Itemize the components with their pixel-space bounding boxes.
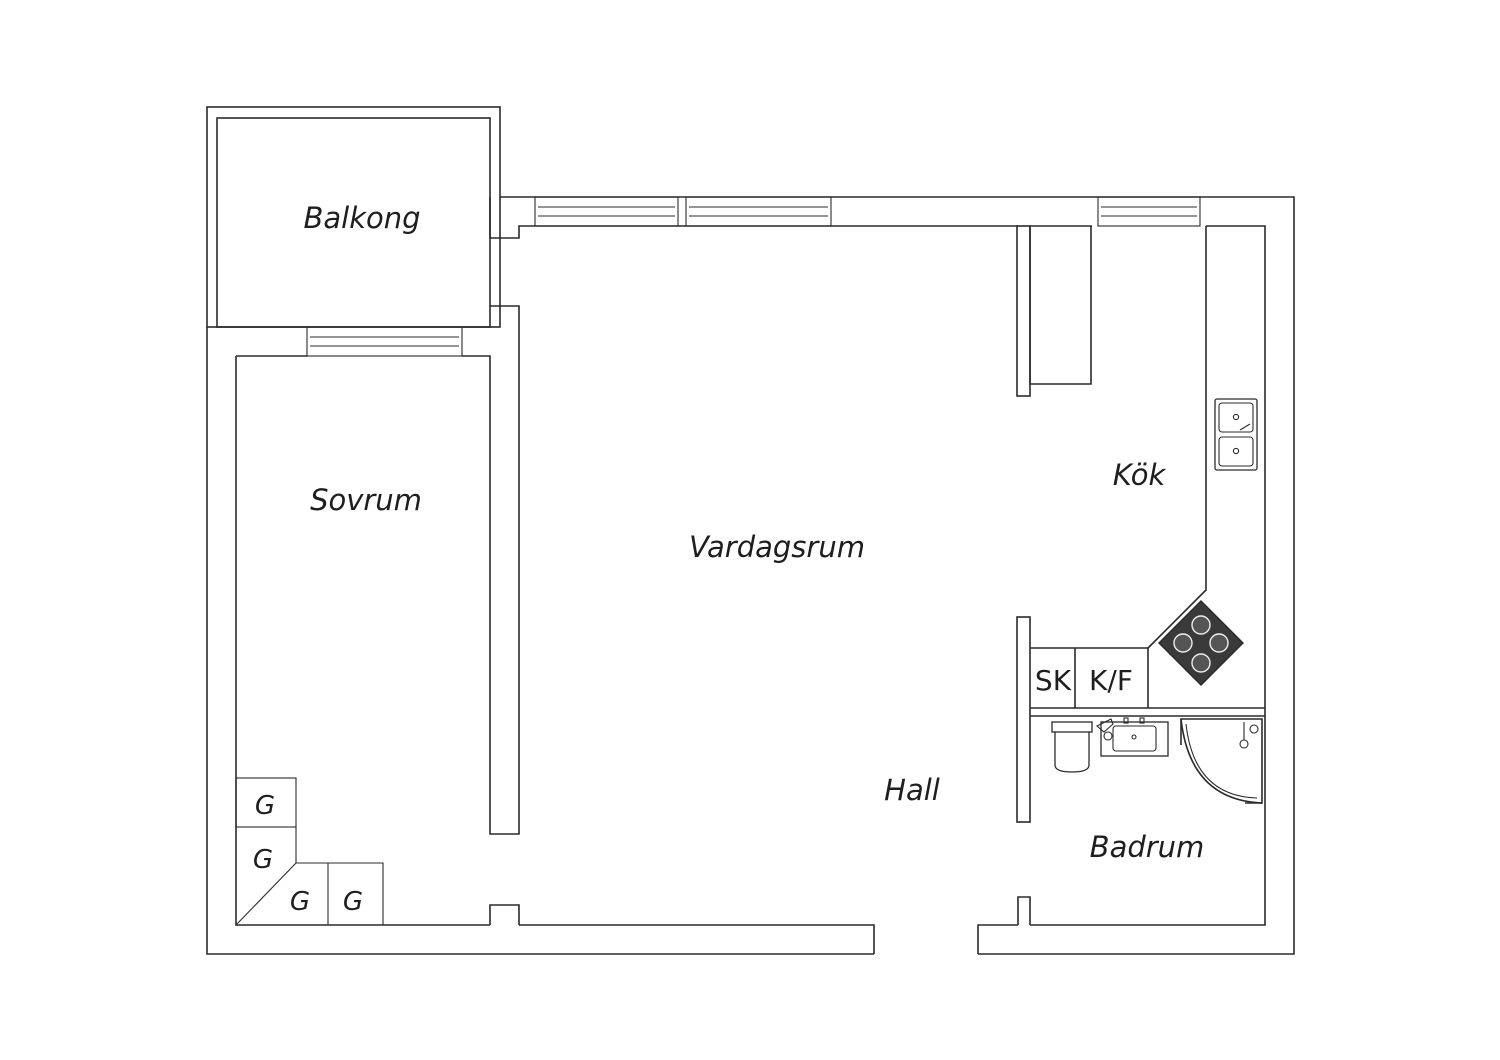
wardrobes [235, 777, 384, 926]
room-label-balkong: Balkong [303, 201, 420, 235]
room-label-vardagsrum: Vardagsrum [689, 530, 865, 564]
wardrobe-label: G [253, 845, 273, 875]
wardrobe-label: G [290, 887, 310, 917]
room-labels: Balkong Sovrum Vardagsrum Kök Hall Badru… [303, 201, 1204, 864]
wardrobe-label: G [343, 887, 363, 917]
bathroom-fixtures [1051, 717, 1263, 804]
label-kf: K/F [1089, 664, 1133, 697]
kitchen-structure [1016, 225, 1265, 823]
room-label-hall: Hall [884, 773, 940, 807]
room-label-badrum: Badrum [1090, 830, 1205, 864]
wardrobe-label: G [255, 791, 275, 821]
label-sk: SK [1035, 664, 1072, 697]
windows [306, 196, 1201, 357]
room-label-sovrum: Sovrum [310, 483, 422, 517]
stove [1158, 600, 1244, 686]
wardrobe-labels: G G G G [253, 791, 363, 917]
kitchen-sink [1214, 398, 1258, 471]
room-label-kok: Kök [1113, 458, 1167, 492]
fixture-labels: SK K/F [1035, 664, 1133, 697]
